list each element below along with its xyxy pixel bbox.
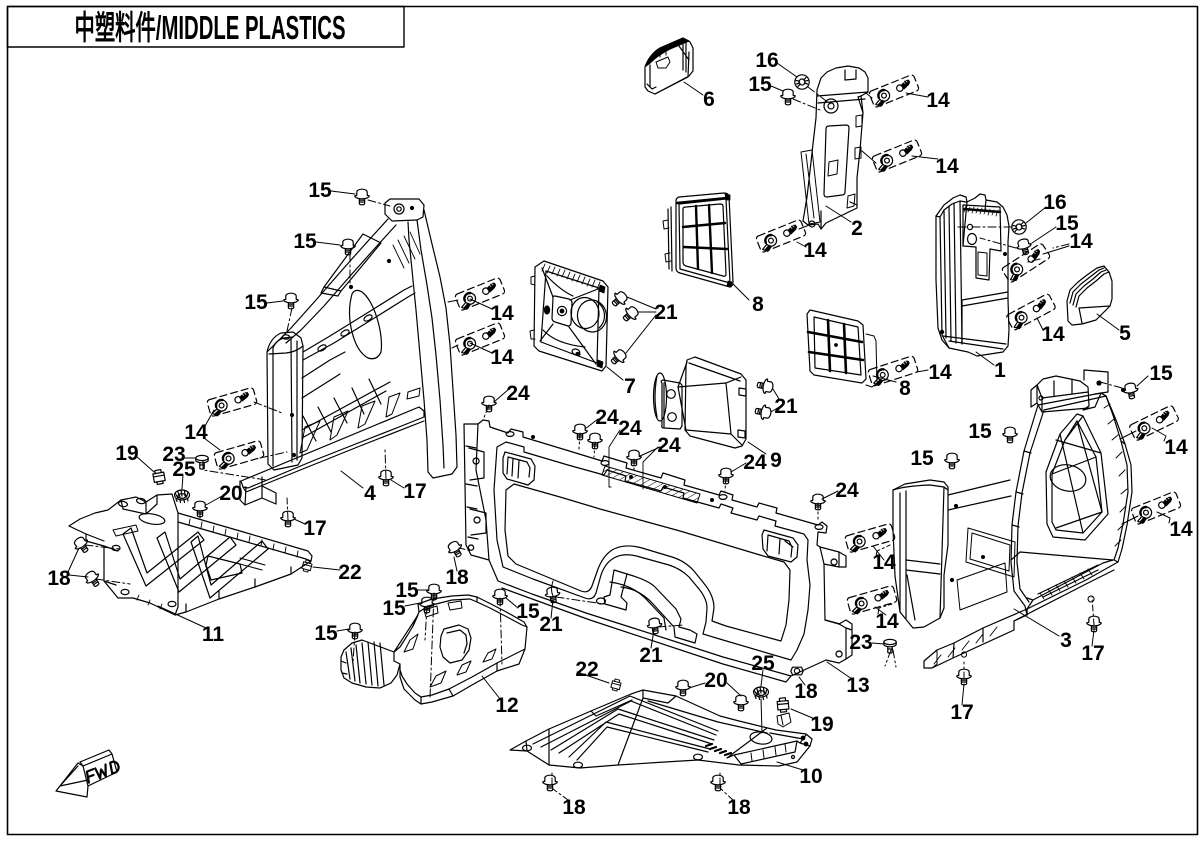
svg-text:15: 15 [516, 600, 540, 623]
svg-text:10: 10 [799, 765, 822, 788]
svg-text:19: 19 [810, 713, 833, 736]
svg-text:15: 15 [1149, 362, 1173, 385]
svg-text:14: 14 [1069, 230, 1093, 253]
svg-text:14: 14 [935, 155, 959, 178]
svg-text:20: 20 [219, 482, 242, 505]
svg-text:15: 15 [968, 420, 992, 443]
svg-text:中塑料件/MIDDLE PLASTICS: 中塑料件/MIDDLE PLASTICS [75, 9, 346, 46]
svg-text:16: 16 [755, 49, 778, 72]
svg-text:21: 21 [774, 395, 798, 418]
svg-text:23: 23 [162, 443, 185, 466]
svg-text:3: 3 [1060, 629, 1072, 652]
svg-text:22: 22 [338, 561, 361, 584]
svg-text:22: 22 [575, 658, 598, 681]
svg-text:14: 14 [490, 346, 514, 369]
svg-text:17: 17 [950, 701, 973, 724]
svg-text:24: 24 [595, 406, 619, 429]
svg-text:15: 15 [308, 179, 332, 202]
svg-text:18: 18 [445, 566, 469, 589]
svg-text:24: 24 [506, 382, 530, 405]
svg-text:15: 15 [244, 291, 268, 314]
svg-text:15: 15 [910, 447, 934, 470]
svg-text:18: 18 [794, 680, 818, 703]
svg-text:17: 17 [403, 480, 426, 503]
svg-text:18: 18 [562, 796, 586, 819]
svg-text:21: 21 [654, 301, 678, 324]
svg-text:12: 12 [495, 694, 518, 717]
svg-text:14: 14 [928, 361, 952, 384]
svg-text:14: 14 [803, 239, 827, 262]
svg-text:14: 14 [1041, 323, 1065, 346]
svg-text:15: 15 [314, 622, 338, 645]
svg-text:2: 2 [851, 217, 863, 240]
svg-text:14: 14 [1169, 518, 1193, 541]
svg-text:25: 25 [751, 652, 775, 675]
svg-text:24: 24 [618, 417, 642, 440]
svg-text:20: 20 [704, 669, 727, 692]
svg-text:14: 14 [926, 89, 950, 112]
svg-text:24: 24 [743, 451, 767, 474]
svg-text:18: 18 [727, 796, 751, 819]
svg-text:24: 24 [835, 479, 859, 502]
svg-text:21: 21 [639, 644, 663, 667]
svg-text:15: 15 [748, 73, 772, 96]
svg-text:1: 1 [994, 359, 1006, 382]
svg-text:23: 23 [849, 631, 872, 654]
svg-text:8: 8 [899, 377, 911, 400]
svg-text:6: 6 [703, 88, 715, 111]
svg-text:17: 17 [303, 517, 326, 540]
svg-text:15: 15 [293, 230, 317, 253]
svg-text:15: 15 [395, 579, 419, 602]
svg-text:9: 9 [770, 449, 782, 472]
svg-text:11: 11 [202, 623, 225, 646]
svg-text:19: 19 [115, 442, 138, 465]
svg-text:14: 14 [1164, 436, 1188, 459]
svg-text:14: 14 [184, 421, 208, 444]
svg-text:18: 18 [47, 567, 71, 590]
svg-text:21: 21 [539, 613, 563, 636]
svg-text:7: 7 [624, 375, 636, 398]
svg-text:5: 5 [1119, 322, 1131, 345]
svg-text:4: 4 [364, 482, 376, 505]
svg-text:14: 14 [872, 551, 896, 574]
svg-text:15: 15 [382, 597, 406, 620]
svg-text:14: 14 [490, 302, 514, 325]
svg-text:24: 24 [657, 434, 681, 457]
svg-text:8: 8 [752, 293, 764, 316]
svg-text:15: 15 [1055, 212, 1079, 235]
svg-text:25: 25 [172, 458, 196, 481]
svg-text:14: 14 [875, 610, 899, 633]
svg-text:16: 16 [1043, 191, 1066, 214]
svg-text:17: 17 [1081, 642, 1104, 665]
svg-text:13: 13 [846, 674, 869, 697]
